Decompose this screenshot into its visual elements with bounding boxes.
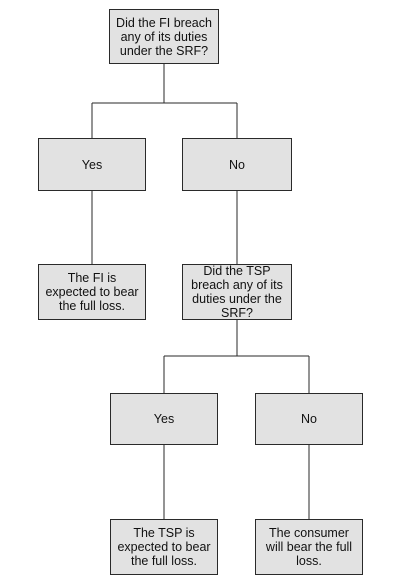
fi-outcome-box: The FI is expected to bear the full loss… <box>38 264 146 320</box>
tsp-question-box: Did the TSP breach any of its duties und… <box>182 264 292 320</box>
consumer-outcome-box: The consumer will bear the full loss. <box>255 519 363 575</box>
root-question-box: Did the FI breach any of its duties unde… <box>109 9 219 64</box>
branch-yes-box: Yes <box>38 138 146 191</box>
tsp-yes-label: Yes <box>153 412 175 426</box>
root-question-text: Did the FI breach any of its duties unde… <box>116 15 212 58</box>
fi-outcome-text: The FI is expected to bear the full loss… <box>45 271 139 313</box>
branch-yes-label: Yes <box>81 157 103 172</box>
tsp-yes-box: Yes <box>110 393 218 445</box>
tsp-no-box: No <box>255 393 363 445</box>
tsp-outcome-text: The TSP is expected to bear the full los… <box>117 526 211 568</box>
consumer-outcome-text: The consumer will bear the full loss. <box>265 526 353 568</box>
branch-no-label: No <box>229 157 245 172</box>
tsp-outcome-box: The TSP is expected to bear the full los… <box>110 519 218 575</box>
tsp-no-label: No <box>301 412 317 426</box>
branch-no-box: No <box>182 138 292 191</box>
tsp-question-text: Did the TSP breach any of its duties und… <box>191 264 283 320</box>
